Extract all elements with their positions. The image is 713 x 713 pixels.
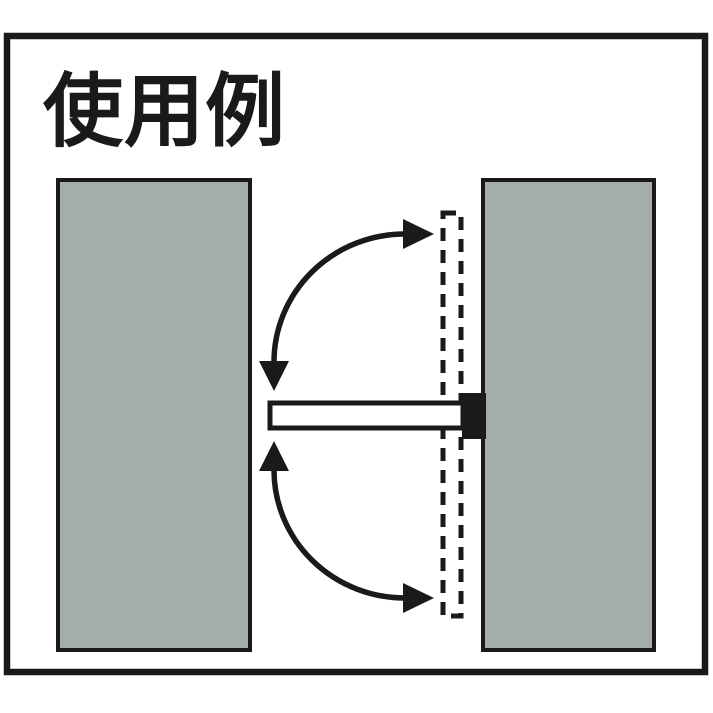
swing-arc-upper [271,231,406,363]
bar-horizontal-position [267,400,466,431]
left-panel [56,178,252,652]
swing-arrow-lower [259,441,434,613]
figure-title: 使用例 [43,65,286,158]
swing-arrow-upper [259,219,434,391]
arrowhead-up-icon [259,441,289,471]
swing-arc-lower [271,469,406,601]
arrowhead-down-icon [259,361,289,391]
right-panel [481,178,656,652]
arrowhead-right-lower-icon [403,583,434,613]
arrowhead-right-upper-icon [403,219,434,249]
diagram-border [3,32,709,676]
pivot-mount-block [462,393,486,439]
